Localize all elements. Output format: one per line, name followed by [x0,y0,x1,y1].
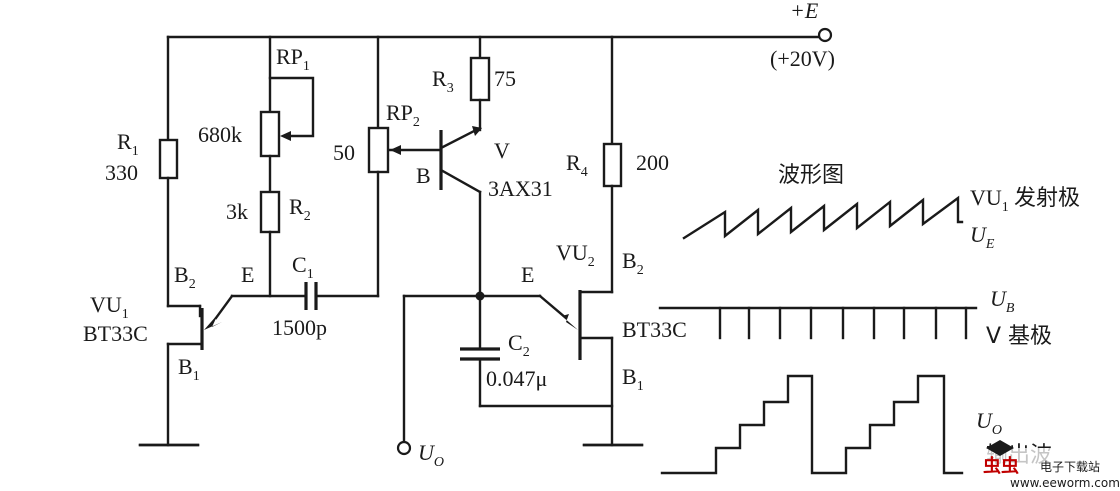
vu2-b1-label: B1 [622,364,644,394]
vu1-label: VU1 [90,292,129,322]
rp1-resistor [259,110,281,158]
waveform-uo [660,374,964,475]
output-label: UO [418,440,444,470]
c1-value: 1500p [272,315,327,340]
supply-voltage: (+20V) [770,46,835,71]
vu1-type: BT33C [83,321,148,346]
rp1-label: RP1 [276,44,310,74]
vu2-b2-label: B2 [622,248,644,278]
r1-label: R1 [117,129,139,159]
waveform-ub [658,306,978,340]
vu1-b2-label: B2 [174,262,196,292]
rp2-label: RP2 [386,100,420,130]
waveform-ue-caption: VU1 [970,185,1009,215]
vu2-type: BT33C [622,317,687,342]
c2-value: 0.047μ [486,366,547,391]
watermark-logo: 虫虫 [983,455,1019,477]
rp2-value: 50 [333,140,355,165]
output-node [396,291,614,456]
rp1-value: 680k [198,122,242,147]
watermark-brand: 电子下载站 [1040,460,1100,474]
r3-branch [469,35,491,132]
waveform-title: 波形图 [778,163,844,188]
r4-label: R4 [566,150,588,180]
transistor-label: V [494,138,510,163]
waveform-ue-symbol: UE [970,222,995,252]
c2-label: C2 [508,330,530,360]
c1-label: C1 [292,252,314,282]
supply-label: +E [790,0,819,23]
supply-rail [166,27,833,43]
r3-value: 75 [494,66,516,91]
r2-value: 3k [226,199,248,224]
waveform-ub-symbol: UB [990,286,1015,316]
vu2-e-label: E [521,262,534,287]
c1-branch [230,35,442,310]
r3-resistor [469,56,491,102]
vu1-b1-label: B1 [178,354,200,384]
r1-value: 330 [105,160,138,185]
vu2-label: VU2 [556,240,595,270]
waveform-uo-symbol: UO [976,408,1002,438]
r2-label: R2 [289,194,311,224]
supply-terminal [817,27,833,43]
r4-resistor [602,142,623,188]
mortarboard-icon [986,440,1014,456]
watermark-url: www.eeworm.com [1010,476,1120,490]
r1-branch [158,35,202,318]
waveform-ue-caption-rest: 发射极 [1014,186,1080,211]
transistor-base-label: B [416,163,431,188]
transistor-type: 3AX31 [488,176,553,201]
r1-resistor [158,138,179,180]
r4-branch [580,35,623,294]
output-terminal [396,440,412,456]
r2-resistor [259,190,281,234]
r3-label: R3 [432,66,454,96]
waveform-ub-caption: V 基极 [986,324,1052,349]
r4-value: 200 [636,150,669,175]
watermark: 虫虫 电子下载站 www.eeworm.com [980,440,1120,491]
rp2-resistor [367,126,390,174]
vu1-e-label: E [241,262,254,287]
rp1-branch [259,35,315,298]
transistor-v [439,126,482,298]
waveform-ue [682,195,964,240]
